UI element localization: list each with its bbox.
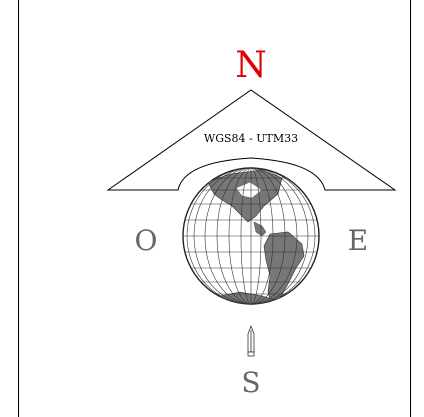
west-label: O: [135, 224, 158, 257]
south-label: S: [241, 366, 260, 399]
east-label: E: [348, 224, 368, 257]
globe-americas-icon: [183, 168, 319, 314]
compass-needle-icon: [248, 326, 254, 356]
north-label: N: [235, 45, 267, 86]
projection-label: WGS84 - UTM33: [204, 132, 298, 145]
